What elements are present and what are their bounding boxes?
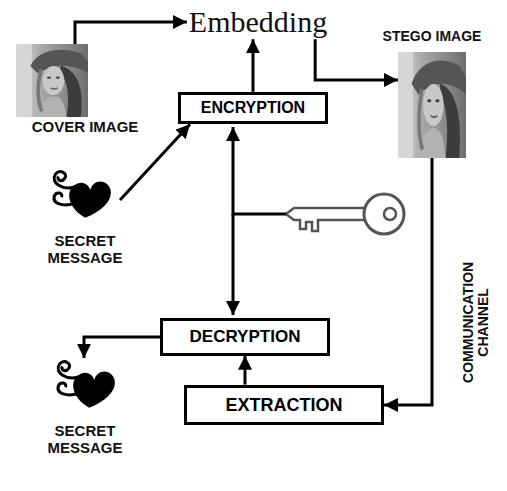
stego-image: STEGO IMAGE: [362, 28, 502, 158]
message-icon: [58, 362, 115, 408]
node-text: EXTRACTION: [197, 395, 371, 416]
message-icon: [54, 172, 111, 218]
key-line: [233, 127, 286, 214]
secret-message: SECRET MESSAGE: [30, 358, 140, 457]
stego-picture: [398, 52, 466, 158]
cover-picture: [16, 44, 88, 117]
flow-arrow: [244, 356, 247, 385]
cover-image: COVER IMAGE: [5, 44, 165, 135]
node-text: DECRYPTION: [173, 327, 317, 347]
node-text: SECRET MESSAGE: [30, 422, 140, 457]
process-box: DECRYPTION: [160, 318, 330, 356]
process-label: Embedding: [187, 5, 329, 40]
flow-arrow: [84, 337, 160, 358]
key-line: [232, 214, 235, 315]
flow-arrow: [315, 39, 398, 80]
flow-arrow: [75, 22, 187, 44]
flow-arrow: [120, 124, 190, 200]
node-text: COVER IMAGE: [5, 118, 165, 135]
flow-arrow: [252, 39, 255, 92]
node-text: STEGO IMAGE: [362, 28, 502, 44]
process-box: ENCRYPTION: [178, 92, 328, 124]
node-text: Embedding: [189, 5, 327, 40]
node-text: ENCRYPTION: [191, 99, 315, 117]
node-text: SECRET MESSAGE: [30, 232, 140, 267]
key-symbol: [286, 194, 404, 234]
channel-label: COMMUNICATION CHANNEL: [461, 237, 492, 407]
secret-message: SECRET MESSAGE: [30, 168, 140, 267]
flow-arrow: [384, 158, 432, 405]
process-box: EXTRACTION: [184, 385, 384, 426]
